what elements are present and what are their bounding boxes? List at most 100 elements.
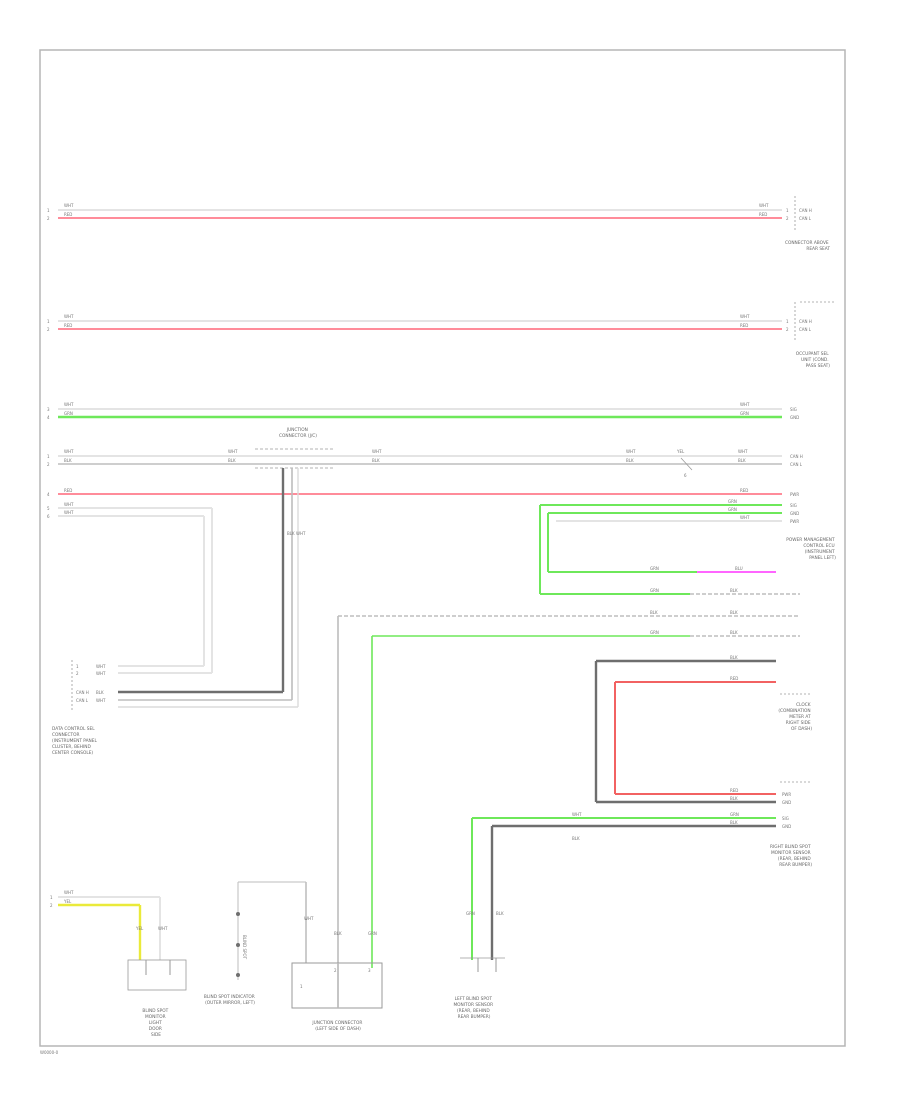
- connector-pin-name: CAN H: [799, 319, 812, 324]
- connector-pin-name: GND: [782, 800, 791, 805]
- connector-pin-name: PWR: [790, 492, 799, 497]
- right-sensor-wiring: RED BLK GRN BLK PWR GND SIG GND WHT BLK …: [471, 781, 812, 960]
- connector-pin-name: SIG: [782, 816, 789, 821]
- wire-color-label: GRN: [730, 812, 739, 817]
- pin-label: 1: [786, 208, 789, 213]
- power-management-wiring: GRN GRN WHT SIG GND PWR POWER MANAGEMENT…: [539, 499, 836, 595]
- connector-pin-name: CAN L: [799, 327, 812, 332]
- pin-label: 2: [786, 216, 789, 221]
- connector-pin-name: CAN H: [790, 454, 803, 459]
- wire-group-row4: 1 2 WHT BLK WHT BLK WHT BLK WHT BLK YEL …: [47, 448, 803, 478]
- connector-pin-name: CAN L: [790, 462, 803, 467]
- wire-color-label: GRN: [64, 411, 73, 416]
- wire-color-label: WHT: [572, 812, 582, 817]
- wire-color-label: GRN: [728, 507, 737, 512]
- wire-color-label: BLK: [730, 610, 738, 615]
- wire-color-label: WHT: [96, 664, 106, 669]
- component-label: BLIND SPOT: [242, 935, 247, 960]
- indicator-dot: [236, 943, 240, 947]
- connector-pin-name: GND: [790, 415, 799, 420]
- junction-connector-box: WHT BLK GRN 1 2 3 JUNCTION CONNECTOR (LE…: [238, 881, 383, 1032]
- indicator-dot: [236, 973, 240, 977]
- pin-label: 6: [684, 473, 687, 478]
- junction-drop: BLK WHT: [118, 468, 306, 708]
- diagram-frame: [39, 49, 846, 1047]
- pin-label: 1: [786, 319, 789, 324]
- pin-label: 4: [47, 492, 50, 497]
- component-caption: LEFT BLIND SPOT MONITOR SENSOR (REAR, BE…: [453, 996, 494, 1020]
- connector-pin-name: 3: [368, 968, 371, 973]
- wire-color-label: RED: [64, 488, 72, 493]
- component-caption: POWER MANAGEMENT CONTROL ECU (INSTRUMENT…: [786, 537, 836, 561]
- pin-label: 1: [47, 319, 50, 324]
- connector-pin-name: 1: [300, 984, 303, 989]
- pin-label: 2: [786, 327, 789, 332]
- component-caption: DATA CONTROL SEL CONNECTOR (INSTRUMENT P…: [52, 726, 98, 756]
- component-caption: JUNCTION CONNECTOR (LEFT SIDE OF DASH): [311, 1020, 363, 1032]
- connector-pin-name: SIG: [790, 407, 797, 412]
- wire-color-label: BLK: [287, 531, 295, 536]
- wire-color-label: WHT: [740, 402, 750, 407]
- monitor-light-body: [127, 959, 187, 991]
- component-caption: CLOCK (COMBINATION METER AT RIGHT SIDE O…: [778, 702, 812, 732]
- wire-color-label: WHT: [740, 314, 750, 319]
- connector-pin-name: GND: [782, 824, 791, 829]
- wire-group-row2: 1 2 WHT RED WHT RED 1 2 CAN H CAN L OCCU…: [47, 301, 836, 369]
- junction-box: [291, 962, 383, 1009]
- junction-connector-wiring: BLK GRN BLK BLK: [337, 610, 800, 1008]
- connector-pin-name: 2: [76, 671, 79, 676]
- wire-color-label: WHT: [96, 698, 106, 703]
- connector-pin-name: CAN H: [799, 208, 812, 213]
- wire-color-label: BLK: [496, 911, 504, 916]
- wire-color-label: WHT: [64, 502, 74, 507]
- monitor-light: 1 2 WHT YEL YEL WHT BLIND SPOT MONITOR L…: [50, 890, 187, 1038]
- wire-color-label: BLK: [730, 796, 738, 801]
- connector-pin-name: 1: [76, 664, 79, 669]
- connector-pin-name: CAN L: [799, 216, 812, 221]
- wire-color-label: BLK: [730, 630, 738, 635]
- wire-color-label: WHT: [64, 890, 74, 895]
- data-control-connector: WHT WHT BLK WHT 1 2 CAN H CAN L DATA CON…: [52, 660, 106, 756]
- wire-color-label: WHT: [738, 449, 748, 454]
- wire-color-label: BLK: [64, 458, 72, 463]
- wire-color-label: YEL: [135, 926, 144, 931]
- component-caption: JUNCTION CONNECTOR (J/C): [279, 427, 317, 439]
- indicator-dot: [236, 912, 240, 916]
- wire-color-label: GRN: [728, 499, 737, 504]
- wire-color-label: WHT: [64, 449, 74, 454]
- component-caption: BLIND SPOT MONITOR LIGHT DOOR SIDE: [142, 1008, 169, 1038]
- left-sensor-connector: GRN BLK LEFT BLIND SPOT MONITOR SENSOR (…: [453, 911, 505, 1020]
- wire-color-label: BLK: [572, 836, 580, 841]
- wire-color-label: WHT: [158, 926, 168, 931]
- mirror-indicator: BLIND SPOT BLIND SPOT INDICATOR (OUTER M…: [204, 882, 255, 1006]
- pin-label: 6: [47, 514, 50, 519]
- wire-color-label: WHT: [228, 449, 238, 454]
- wire-color-label: WHT: [64, 203, 74, 208]
- wire-color-label: WHT: [759, 203, 769, 208]
- component-caption: CONNECTOR ABOVE REAR SEAT: [785, 240, 830, 252]
- shield-mark: [680, 457, 693, 471]
- wire-color-label: BLU: [735, 566, 743, 571]
- pin-label: 1: [50, 895, 53, 900]
- wire-group-row1: 1 2 WHT RED WHT RED 1 2 CAN H CAN L CONN…: [47, 196, 830, 252]
- wire-color-label: WHT: [296, 531, 306, 536]
- page-code: W0000-0: [40, 1050, 59, 1055]
- wire-color-label: RED: [64, 323, 72, 328]
- wire-group-row5: 4 5 6 RED WHT WHT RED PWR: [47, 488, 799, 673]
- wire-color-label: WHT: [64, 314, 74, 319]
- pin-label: 1: [47, 454, 50, 459]
- wire-color-label: RED: [759, 212, 767, 217]
- wire-color-label: RED: [740, 488, 748, 493]
- connector-pin-name: PWR: [790, 519, 799, 524]
- connector-pin-name: SIG: [790, 503, 797, 508]
- wire-color-label: BLK: [650, 610, 658, 615]
- connector-pin-name: CAN L: [76, 698, 89, 703]
- wire-color-label: BLK: [730, 820, 738, 825]
- wire-color-label: YEL: [676, 449, 685, 454]
- wire-color-label: GRN: [368, 931, 377, 936]
- wire-color-label: BLK: [730, 588, 738, 593]
- clock-wiring: BLK RED CLOCK (COMBINATION METER AT RIGH…: [594, 655, 812, 804]
- wire-color-label: RED: [730, 788, 738, 793]
- pin-label: 3: [47, 407, 50, 412]
